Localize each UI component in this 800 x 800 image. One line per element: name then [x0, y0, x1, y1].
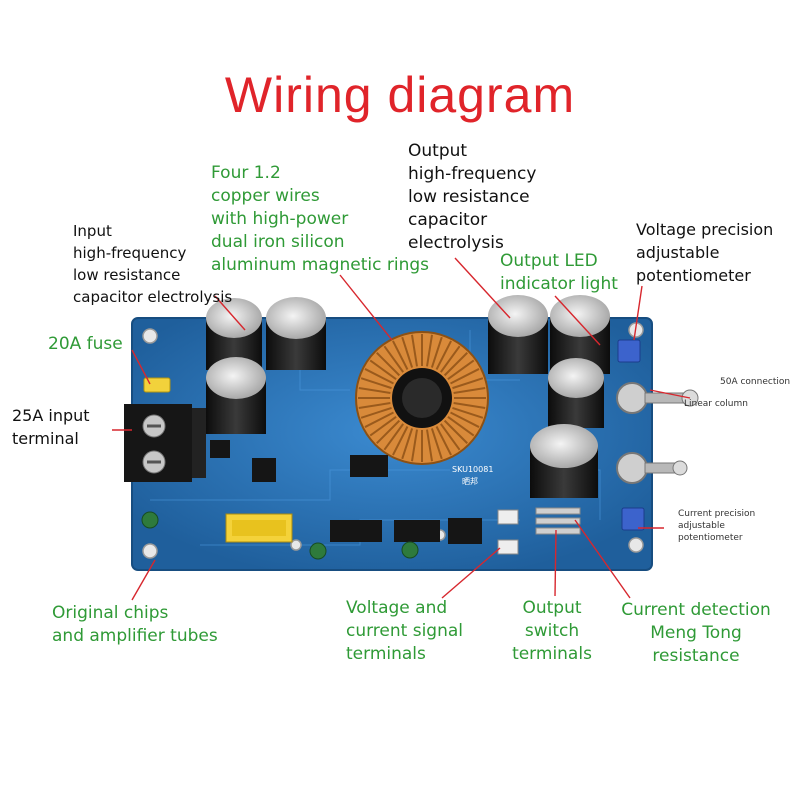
leader-output-cap: [454, 257, 511, 319]
label-input-terminal: 25A input terminal: [12, 406, 90, 448]
coil-winding: [392, 426, 409, 456]
coil-winding: [430, 336, 443, 368]
coil-winding: [453, 387, 486, 394]
label-linear-column: Linear column: [684, 399, 748, 409]
leader-chips: [131, 559, 156, 601]
small-components: [141, 511, 419, 560]
leader-50a: [649, 389, 691, 399]
label-signal-terminals: Voltage and current signal terminals: [346, 598, 464, 664]
coil-winding: [401, 428, 414, 460]
coil-winding: [426, 429, 433, 462]
leader-output-led: [554, 295, 601, 346]
coil-winding: [440, 345, 461, 373]
label-fuse: 20A fuse: [48, 334, 123, 354]
label-copper-wires: Four 1.2 copper wires with high-power du…: [211, 163, 429, 275]
leader-copper-wires: [339, 274, 393, 341]
coil-winding: [443, 419, 468, 444]
coil-winding: [360, 377, 392, 390]
coil-winding: [452, 377, 484, 390]
board-silk-sku: SKU10081: [452, 465, 493, 474]
leader-signal: [441, 547, 501, 599]
label-current-detection: Current detection Meng Tong resistance: [621, 600, 771, 666]
coil-winding: [447, 416, 475, 437]
leader-switch: [554, 529, 557, 597]
leader-voltage-pot: [633, 285, 643, 341]
coil-winding: [450, 411, 480, 428]
input-terminal-block: [124, 404, 206, 482]
coil-winding: [369, 359, 397, 380]
coil-winding: [435, 340, 452, 370]
coil-winding: [450, 368, 480, 385]
board-silk-brand: 晒邦: [462, 476, 478, 486]
coil-winding: [376, 352, 401, 377]
voltage-potentiometer: [617, 339, 641, 363]
coil-winding: [360, 406, 392, 419]
coil-winding: [430, 428, 443, 460]
coil-winding: [358, 402, 391, 409]
coil-winding: [392, 340, 409, 370]
label-input-capacitor: Input high-frequency low resistance capa…: [73, 222, 233, 306]
coil-winding: [453, 402, 486, 409]
leader-input-cap: [214, 295, 246, 331]
leader-current-detect: [574, 519, 631, 599]
label-output-capacitor: Output high-frequency low resistance cap…: [408, 141, 537, 253]
coil-winding: [447, 359, 475, 380]
current-detection-resistors: [535, 507, 581, 535]
current-potentiometer: [621, 507, 645, 531]
coil-winding: [383, 345, 404, 373]
leader-lines: [112, 257, 691, 601]
label-switch-terminals: Output switch terminals: [512, 598, 592, 664]
label-output-led: Output LED indicator light: [500, 251, 618, 294]
toroid-inductor: [355, 331, 489, 465]
transformer: [225, 513, 293, 543]
leader-fuse: [131, 349, 151, 385]
coil-winding: [440, 423, 461, 451]
label-50a-connection: 50A connection: [720, 377, 791, 387]
label-current-potentiometer: Current precision adjustable potentiomet…: [678, 509, 756, 543]
input-capacitors: [206, 297, 326, 434]
fuse: [143, 377, 171, 393]
coil-winding: [452, 406, 484, 419]
coil-winding: [435, 426, 452, 456]
coil-winding: [411, 334, 418, 367]
coil-winding: [376, 419, 401, 444]
coil-winding: [383, 423, 404, 451]
label-voltage-potentiometer: Voltage precision adjustable potentiomet…: [636, 220, 774, 285]
output-studs: [616, 382, 699, 484]
coil-winding: [443, 352, 468, 377]
coil-winding: [364, 411, 394, 428]
connectors: [497, 509, 519, 555]
coil-winding: [426, 334, 433, 367]
coil-winding: [401, 336, 414, 368]
coil-winding: [411, 429, 418, 462]
coil-winding: [358, 387, 391, 394]
coil-winding: [369, 416, 397, 437]
coil-winding: [364, 368, 394, 385]
label-chips: Original chips and amplifier tubes: [52, 603, 218, 646]
page-title: Wiring diagram: [224, 67, 576, 123]
chips: [210, 440, 482, 544]
